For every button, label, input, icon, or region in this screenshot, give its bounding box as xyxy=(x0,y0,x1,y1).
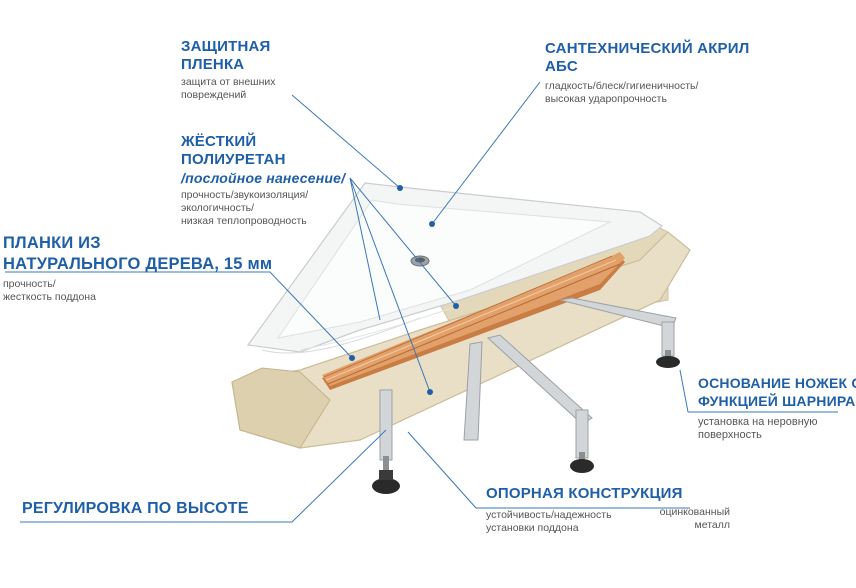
callout-sanitary-acrylic: САНТЕХНИЧЕСКИЙ АКРИЛ АБС гладкость/блеск… xyxy=(545,40,749,106)
leader-dot xyxy=(453,303,459,309)
protective-film-desc-1: защита от внешних xyxy=(181,76,276,89)
height-title: РЕГУЛИРОВКА ПО ВЫСОТЕ xyxy=(22,500,249,518)
feet-desc-1: установка на неровную xyxy=(698,416,856,429)
wood-desc-2: жесткость поддона xyxy=(3,291,272,304)
wood-title-2: НАТУРАЛЬНОГО ДЕРЕВА, 15 мм xyxy=(3,254,272,275)
feet-desc-2: поверхность xyxy=(698,429,856,442)
leader-dot xyxy=(397,185,403,191)
adjustable-foot-icon xyxy=(570,452,594,473)
polyurethane-title-1: ЖЁСТКИЙ xyxy=(181,133,345,151)
acrylic-title-2: АБС xyxy=(545,58,749,76)
leader-support xyxy=(408,432,476,508)
protective-film-title-2: ПЛЕНКА xyxy=(181,56,276,74)
polyurethane-desc-1: прочность/звукоизоляция/ xyxy=(181,189,345,202)
polyurethane-desc-3: низкая теплопроводность xyxy=(181,215,345,228)
galvanized-1: оцинкованный xyxy=(620,506,730,519)
acrylic-desc-1: гладкость/блеск/гигиеничность/ xyxy=(545,80,749,93)
galvanized-2: металл xyxy=(620,519,730,532)
callout-protective-film: ЗАЩИТНАЯ ПЛЕНКА защита от внешних повреж… xyxy=(181,38,276,102)
wood-title-1: ПЛАНКИ ИЗ xyxy=(3,233,272,254)
drain-icon xyxy=(411,256,429,266)
polyurethane-desc-2: экологичность/ xyxy=(181,202,345,215)
adjustable-foot-icon xyxy=(372,456,400,494)
protective-film-title-1: ЗАЩИТНАЯ xyxy=(181,38,276,56)
leader-dot xyxy=(349,355,355,361)
support-title: ОПОРНАЯ КОНСТРУКЦИЯ xyxy=(486,485,683,503)
callout-wood-planks: ПЛАНКИ ИЗ НАТУРАЛЬНОГО ДЕРЕВА, 15 мм про… xyxy=(3,233,272,304)
leader-dot xyxy=(429,221,435,227)
polyurethane-subtitle: /послойное нанесение/ xyxy=(181,169,345,187)
acrylic-desc-2: высокая ударопрочность xyxy=(545,93,749,106)
callout-rigid-polyurethane: ЖЁСТКИЙ ПОЛИУРЕТАН /послойное нанесение/… xyxy=(181,133,345,228)
acrylic-title-1: САНТЕХНИЧЕСКИЙ АКРИЛ xyxy=(545,40,749,58)
callout-galvanized-metal: оцинкованный металл xyxy=(620,506,730,532)
feet-title-2: ФУНКЦИЕЙ ШАРНИРА xyxy=(698,392,856,410)
leader-dot xyxy=(427,389,433,395)
leader-feet-2 xyxy=(680,370,688,412)
wood-desc-1: прочность/ xyxy=(3,278,272,291)
protective-film-desc-2: повреждений xyxy=(181,89,276,102)
callout-hinged-feet: ОСНОВАНИЕ НОЖЕК С ФУНКЦИЕЙ ШАРНИРА устан… xyxy=(698,374,856,442)
feet-title-1: ОСНОВАНИЕ НОЖЕК С xyxy=(698,374,856,392)
callout-height-adjustment: РЕГУЛИРОВКА ПО ВЫСОТЕ xyxy=(22,500,249,518)
adjustable-foot-icon xyxy=(656,350,680,368)
polyurethane-title-2: ПОЛИУРЕТАН xyxy=(181,151,345,169)
